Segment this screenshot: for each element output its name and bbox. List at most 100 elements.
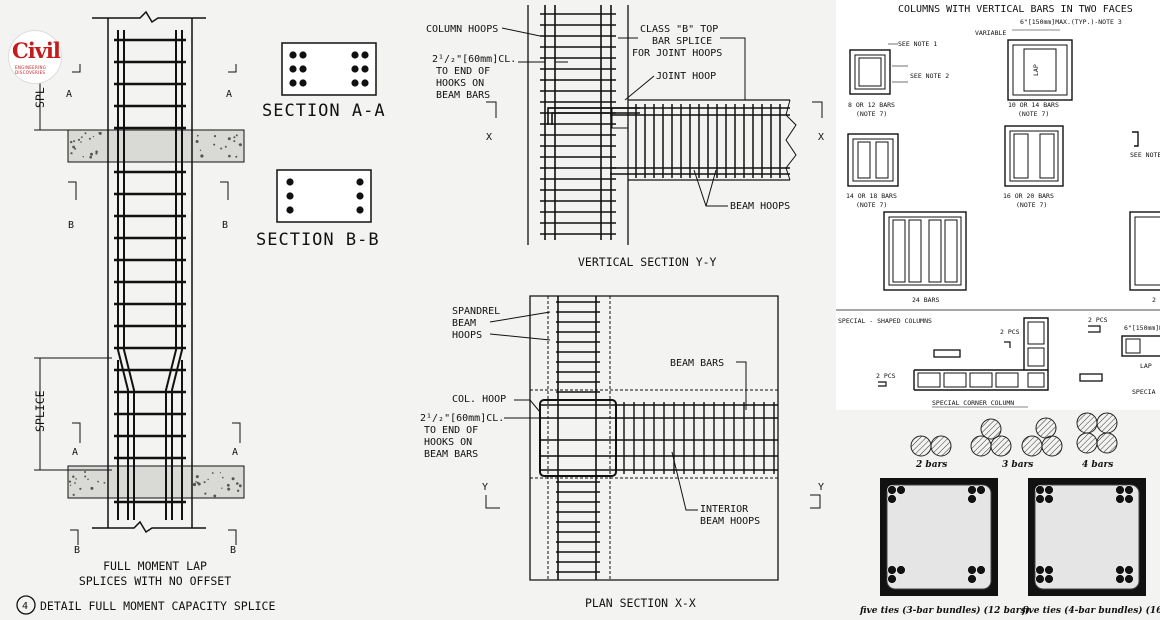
columns-panel: COLUMNS WITH VERTICAL BARS IN TWO FACES … (836, 0, 1160, 410)
cut-x-left (486, 101, 497, 118)
slab-aggregate-dot (89, 155, 92, 159)
cut-y-left (485, 495, 500, 509)
cut-marker-b: B B B B (68, 181, 237, 556)
bundled-bar (1115, 574, 1125, 584)
slab-aggregate-dot (204, 492, 207, 495)
slab-aggregate-dot (90, 152, 93, 156)
column-24-bars: 24 BARS (883, 211, 967, 304)
svg-text:B: B (222, 220, 228, 231)
spacing-note: 6"[150mm]MAX.(TYP.)-NOTE 3 (1020, 18, 1122, 26)
clearance-note-4: BEAM BARS (436, 90, 490, 101)
columns-panel-title: COLUMNS WITH VERTICAL BARS IN TWO FACES (898, 4, 1133, 15)
special-cut-label: SPECIA (1132, 388, 1156, 396)
bundled-bar (1115, 494, 1125, 504)
see-note-1: SEE NOTE 1 (898, 40, 937, 48)
slab-aggregate-dot (95, 152, 98, 155)
brand-logo: Civil ENGINEERING DISCOVERIES (8, 30, 70, 84)
bars-10-14: 10 OR 14 BARS (1008, 101, 1059, 109)
bundled-bar (1124, 574, 1134, 584)
section-bb: SECTION B-B (256, 169, 379, 250)
svg-text:A: A (232, 447, 238, 458)
note-7-d: (NOTE 7) (1016, 201, 1047, 209)
slab-aggregate-dot (90, 486, 94, 490)
slab-aggregate-dot (213, 494, 217, 498)
pcs-label-b: 2 PCS (1000, 328, 1020, 336)
cut-x-right-label: X (818, 132, 824, 143)
bundled-bar (1044, 565, 1054, 575)
column-10-14-bars: LAP 10 OR 14 BARS (NOTE 7) (1007, 39, 1073, 118)
slab-aggregate-dot (73, 140, 76, 143)
slab-aggregate-dot (84, 475, 87, 478)
slab-aggregate-dot (72, 145, 75, 149)
svg-text:B: B (230, 545, 236, 556)
bars-14-18: 14 OR 18 BARS (846, 192, 897, 200)
floor-slab-lower (67, 465, 245, 499)
svg-text:A: A (66, 89, 72, 100)
bundled-bar (967, 574, 977, 584)
slab-aggregate-dot (74, 482, 76, 484)
plan-clearance-1: 2¹/₂"[60mm]CL. (420, 413, 504, 424)
bundled-bar (976, 565, 986, 575)
slab-aggregate-dot (222, 476, 224, 479)
bundled-bar (1124, 494, 1134, 504)
slab-aggregate-dot (220, 147, 223, 150)
spacing-cut: 6"[150mm]MA (1124, 324, 1160, 332)
slab-aggregate-dot (219, 472, 221, 474)
bundle-3-label: 3 bars (1002, 460, 1033, 470)
slab-aggregate-dot (98, 132, 100, 134)
svg-text:A: A (226, 89, 232, 100)
spandrel-note-3: HOOPS (452, 330, 482, 341)
pcs-label-a: 2 PCS (876, 372, 896, 380)
interior-note-1: INTERIOR (700, 504, 749, 515)
slab-aggregate-dot (77, 138, 81, 141)
plan-clearance-2: TO END OF (424, 425, 478, 436)
bundled-bar (1124, 485, 1134, 495)
cut-marker-a: A A A A (66, 64, 241, 458)
column-cut-right: 2 (1129, 211, 1160, 304)
pcs-label-c: 2 PCS (1088, 316, 1108, 324)
col-hoop (539, 399, 617, 477)
bundled-bar (1035, 485, 1045, 495)
slab-aggregate-dot (207, 478, 209, 481)
slab-aggregate-dot (70, 140, 73, 144)
slab-aggregate-dot (84, 132, 87, 135)
bundled-bar (1035, 494, 1045, 504)
slab-aggregate-dot (88, 137, 91, 140)
class-b-note-2: BAR SPLICE (652, 36, 712, 47)
slab-aggregate-dot (235, 134, 238, 137)
column-ties (114, 38, 186, 504)
slab-aggregate-dot (233, 140, 236, 143)
slab-aggregate-dot (203, 481, 206, 484)
slab-aggregate-dot (95, 150, 98, 154)
slab-aggregate-dot (70, 152, 73, 155)
vertical-section-yy: COLUMN HOOPS 2¹/₂"[60mm]CL. TO END OF HO… (426, 5, 824, 269)
detail-number: 4 (22, 601, 28, 612)
interior-note-2: BEAM HOOPS (700, 516, 760, 527)
svg-text:A: A (72, 447, 78, 458)
class-b-note-1: CLASS "B" TOP (640, 24, 718, 35)
svg-text:B: B (74, 545, 80, 556)
slab-aggregate-dot (69, 484, 72, 486)
splice-dim-label-top: SPL (33, 87, 47, 108)
slab-aggregate-dot (92, 136, 95, 138)
splice-dim-label: SPLICE (33, 390, 47, 432)
cut-y-right (810, 494, 821, 509)
section-aa: SECTION A-A (262, 42, 385, 121)
slab-aggregate-dot (195, 475, 199, 479)
bundled-bar (1035, 565, 1045, 575)
bundled-bar (967, 494, 977, 504)
slab-aggregate-dot (227, 487, 231, 491)
slab-aggregate-dot (227, 137, 231, 141)
bundled-bar (887, 494, 897, 504)
slab-aggregate-dot (199, 149, 202, 151)
bundled-bar (1035, 574, 1045, 584)
bundled-bar (1115, 485, 1125, 495)
slab-aggregate-dot (72, 493, 75, 496)
slab-aggregate-dot (72, 475, 75, 478)
bundled-bar (887, 485, 897, 495)
clearance-note-2: TO END OF (436, 66, 490, 77)
note-7-c: (NOTE 7) (856, 201, 887, 209)
slab-aggregate-dot (75, 478, 77, 480)
joint-hoop-label: JOINT HOOP (656, 71, 716, 82)
